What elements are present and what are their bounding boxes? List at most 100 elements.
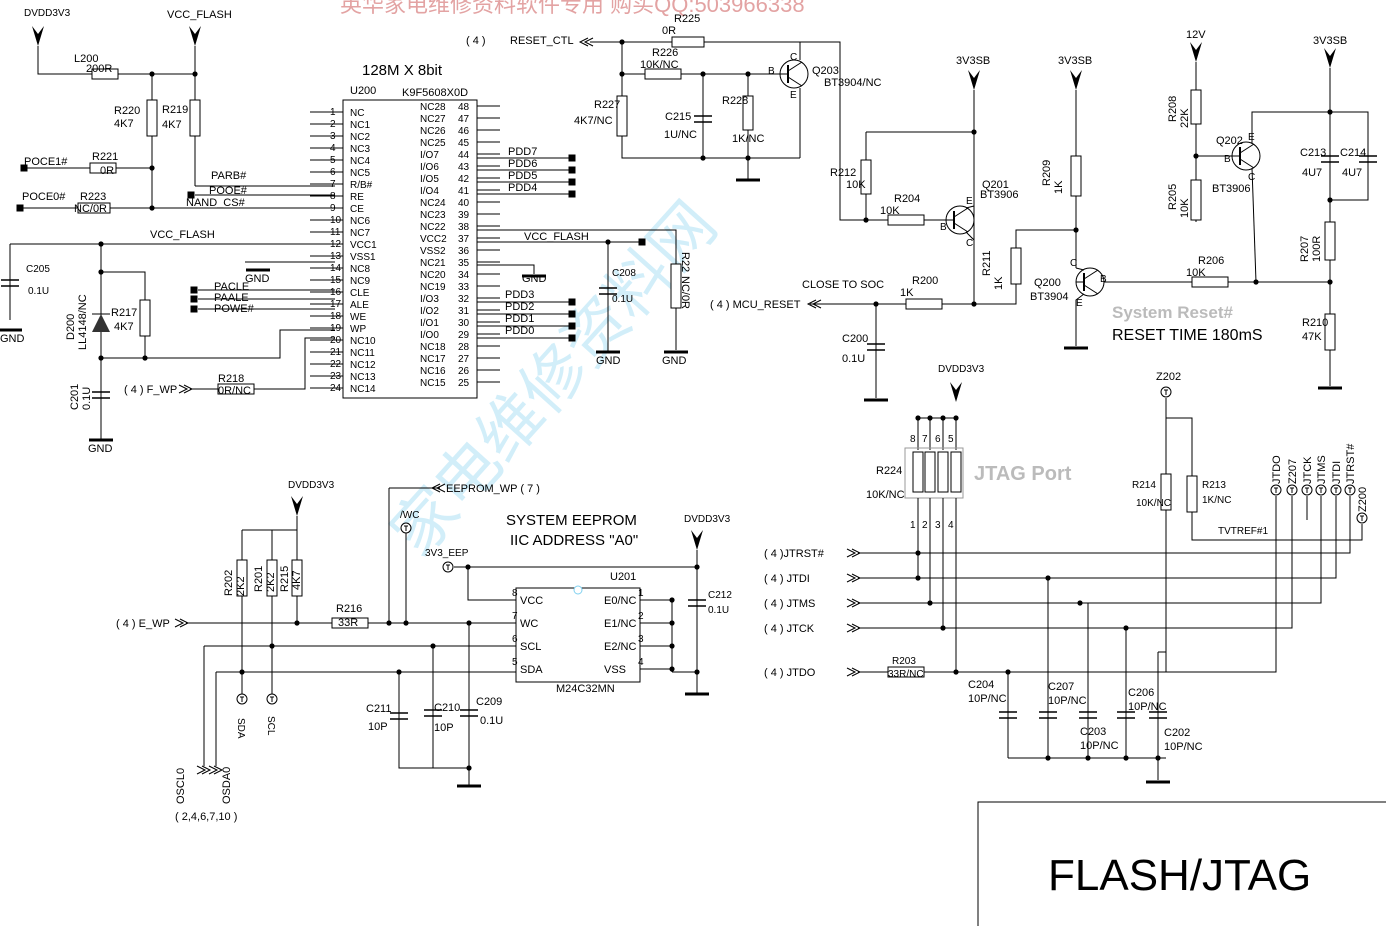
- flash-left-pin: WE: [350, 312, 366, 323]
- flash-right-pin: I/O5: [420, 174, 439, 185]
- wire: [965, 205, 975, 209]
- jtag-pin-label: JTRST#: [1345, 443, 1357, 484]
- pdd1-label: PDD1: [505, 313, 534, 325]
- r221-label: 0R: [100, 165, 114, 177]
- flash-pin-number: 24: [330, 383, 342, 394]
- r224-network: [937, 451, 949, 493]
- flash-right-pin: NC27: [420, 114, 446, 125]
- close-to-soc-label: CLOSE TO SOC: [802, 279, 884, 291]
- flash-right-pin: I/O2: [420, 306, 439, 317]
- title-block-text: FLASH/JTAG: [1048, 851, 1311, 900]
- c207-label: 10P/NC: [1048, 695, 1087, 707]
- flash-pin-number: 7: [330, 179, 336, 190]
- l200-resistor: [91, 68, 119, 80]
- c202-label: C202: [1164, 727, 1190, 739]
- flash-pin-number: 37: [458, 234, 470, 245]
- r219-resistor: [189, 99, 201, 137]
- pin-c: C: [1248, 172, 1255, 183]
- e-wp-label: ( 4 ) E_WP: [116, 618, 170, 630]
- wire: [467, 567, 516, 601]
- r206-label: R206: [1198, 255, 1224, 267]
- flash-pin-number: 4: [330, 143, 336, 154]
- flash-pin-number: 33: [458, 282, 470, 293]
- r204-label: 10K: [880, 205, 900, 217]
- r221-resistor: [89, 162, 117, 174]
- net-port: [568, 322, 576, 330]
- r216-label: R216: [336, 603, 362, 615]
- r228-label: 1K/NC: [732, 133, 764, 145]
- r214-label: 10K/NC: [1136, 498, 1171, 509]
- r227-resistor: [616, 95, 628, 137]
- power-arrow-icon: [32, 26, 44, 46]
- r200-label: R200: [912, 275, 938, 287]
- flash-left-pin: NC: [350, 108, 364, 119]
- r205-val: 10K: [1179, 198, 1191, 218]
- c211-label: 10P: [368, 721, 388, 733]
- r212-label: R212: [830, 167, 856, 179]
- test-point-icon: [1286, 484, 1298, 496]
- flash-pin-number: 8: [330, 191, 336, 202]
- r227-label: 4K7/NC: [574, 115, 613, 127]
- c204-label: C204: [968, 679, 994, 691]
- junction-dot: [1327, 197, 1333, 203]
- wire: [101, 329, 335, 359]
- flash-right-pin: NC26: [420, 126, 446, 137]
- flash-left-pin: CE: [350, 204, 364, 215]
- flash-left-pin: NC4: [350, 156, 370, 167]
- r226-resistor: [644, 68, 682, 80]
- r216-label: 33R: [338, 617, 358, 629]
- test-point-icon: [400, 522, 412, 534]
- flash-left-pin: NC11: [350, 348, 375, 359]
- test-point-icon: [266, 693, 278, 705]
- r218-label: 0R/NC: [218, 385, 251, 397]
- flash-left-pin: NC1: [350, 120, 370, 131]
- flash-right-pin: VSS2: [420, 246, 446, 257]
- scl-label: SCL: [265, 716, 276, 736]
- power-arrow-icon: [291, 496, 303, 516]
- r215-resistor: [291, 559, 303, 597]
- flash-pin-number: 6: [330, 167, 336, 178]
- r203-resistor: [887, 666, 925, 678]
- test-point-icon: [236, 693, 248, 705]
- r201-resistor: [266, 559, 278, 597]
- pin-c: C: [790, 52, 797, 63]
- banner-text: 英华家电维修资料软件专用 购买QQ:503966338: [340, 0, 805, 17]
- junction-dot: [694, 564, 700, 570]
- eeprom-pin-number: 8: [512, 588, 518, 599]
- net-port: [568, 178, 576, 186]
- c214-label: C214: [1340, 147, 1366, 159]
- flash-pin-number: 16: [330, 287, 342, 298]
- r213-label: R213: [1202, 480, 1226, 491]
- flash-pin-number: 13: [330, 251, 342, 262]
- net-port: [568, 190, 576, 198]
- r22-resistor: [670, 263, 682, 309]
- r226-label: 10K/NC: [640, 59, 679, 71]
- r218-resistor: [217, 383, 255, 395]
- poce1-label: POCE1#: [24, 156, 68, 168]
- q201-label: Q201: [982, 179, 1009, 191]
- flash-right-pin: NC23: [420, 210, 446, 221]
- jtag-pin-label: Z207: [1287, 459, 1299, 484]
- eeprom-right-pin: E2/NC: [604, 641, 636, 653]
- pin-e: E: [790, 90, 797, 101]
- eeprom-left-pin: SCL: [520, 641, 541, 653]
- q202-label: Q202: [1216, 135, 1243, 147]
- eeprom-left-pin: VCC: [520, 595, 543, 607]
- flash-right-pin: NC21: [420, 258, 446, 269]
- test-point-icon: [1330, 484, 1342, 496]
- r219-label: 4K7: [162, 119, 182, 131]
- c205-label: 0.1U: [28, 286, 49, 297]
- flash-pin-number: 9: [330, 203, 336, 214]
- c203-label: C203: [1080, 726, 1106, 738]
- flash-left-pin: NC14: [350, 384, 376, 395]
- power-arrow-icon: [968, 70, 980, 90]
- net-port: [187, 191, 195, 199]
- flash-left-pin: WP: [350, 324, 366, 335]
- reset-ctl-label: RESET_CTL: [510, 35, 574, 47]
- r210-resistor: [1324, 313, 1336, 351]
- eeprom-pin-number: 3: [638, 634, 644, 645]
- wire: [858, 496, 1293, 629]
- flash-pin-number: 31: [458, 306, 470, 317]
- mcu-reset-label: ( 4 ) MCU_RESET: [710, 299, 801, 311]
- flash-left-pin: NC12: [350, 360, 376, 371]
